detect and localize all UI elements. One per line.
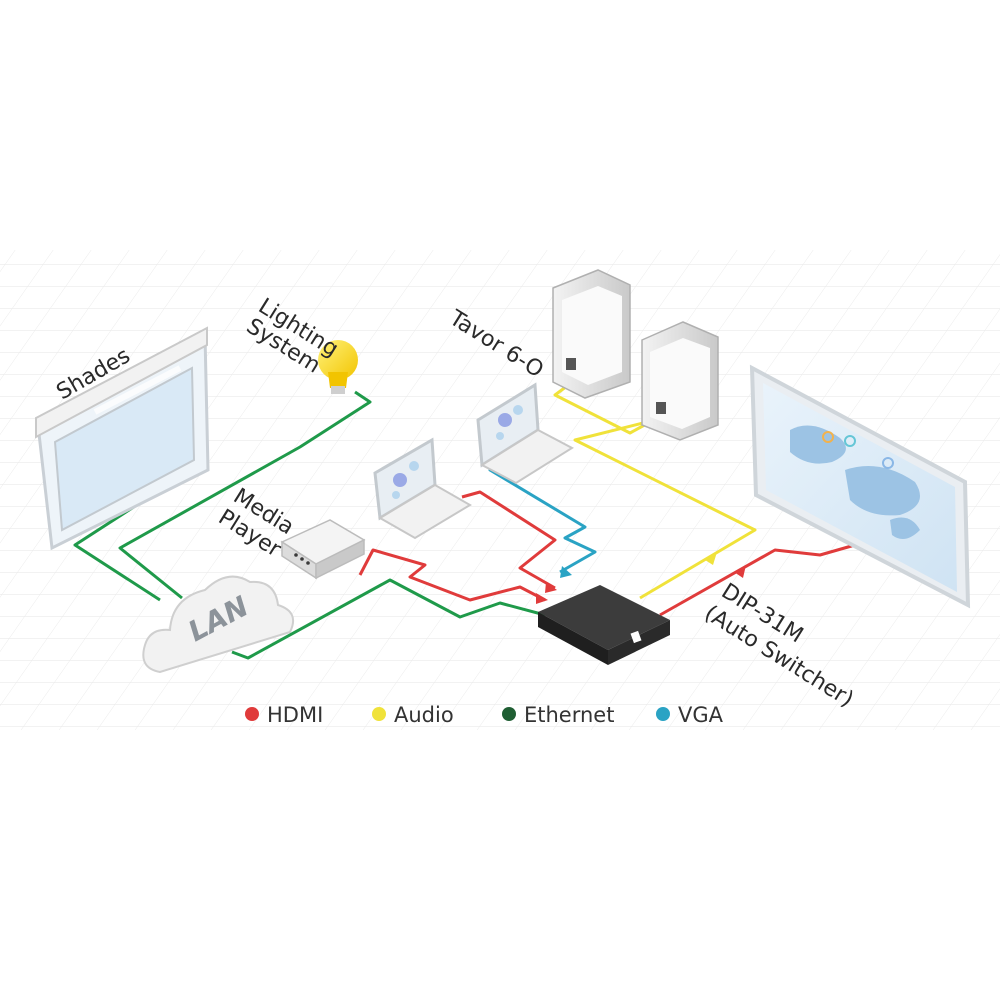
dip-31m-switcher-device (538, 585, 670, 665)
legend-dot-ethernet (502, 707, 516, 721)
legend-item-audio: Audio (372, 703, 454, 727)
legend-label-hdmi: HDMI (267, 703, 323, 727)
speaker-right (641, 321, 719, 441)
hdmi-cables (358, 490, 856, 617)
legend-item-hdmi: HDMI (245, 703, 323, 727)
arrow-hdmi-1 (536, 593, 548, 604)
hdmi-cable-laptop (461, 490, 557, 590)
legend-label-audio: Audio (394, 703, 454, 727)
arrow-audio (705, 552, 717, 565)
ethernet-cable-lighting (118, 390, 372, 600)
arrow-hdmi-2 (545, 582, 557, 593)
hdmi-cable-display (659, 543, 856, 617)
arrow-vga (560, 566, 572, 578)
legend-label-vga: VGA (678, 703, 724, 727)
arrow-hdmi-out (734, 565, 746, 578)
laptop-back (476, 382, 575, 485)
legend-dot-audio (372, 707, 386, 721)
signal-arrows (536, 552, 746, 604)
legend: HDMI Audio Ethernet VGA (245, 703, 724, 727)
legend-label-ethernet: Ethernet (524, 703, 614, 727)
light-bulb-icon (318, 340, 358, 394)
display-screen (749, 364, 971, 609)
legend-dot-vga (656, 707, 670, 721)
audio-cable-switcher (573, 418, 757, 600)
media-player-device (280, 519, 366, 580)
legend-item-vga: VGA (656, 703, 724, 727)
speaker-left (552, 269, 631, 399)
shades-window (35, 326, 210, 551)
laptop-front (373, 437, 472, 540)
legend-item-ethernet: Ethernet (502, 703, 614, 727)
legend-dot-hdmi (245, 707, 259, 721)
lan-cloud-icon (142, 575, 294, 674)
hdmi-cable-media-player (358, 548, 546, 602)
ethernet-cable-lan-switcher (231, 578, 546, 660)
